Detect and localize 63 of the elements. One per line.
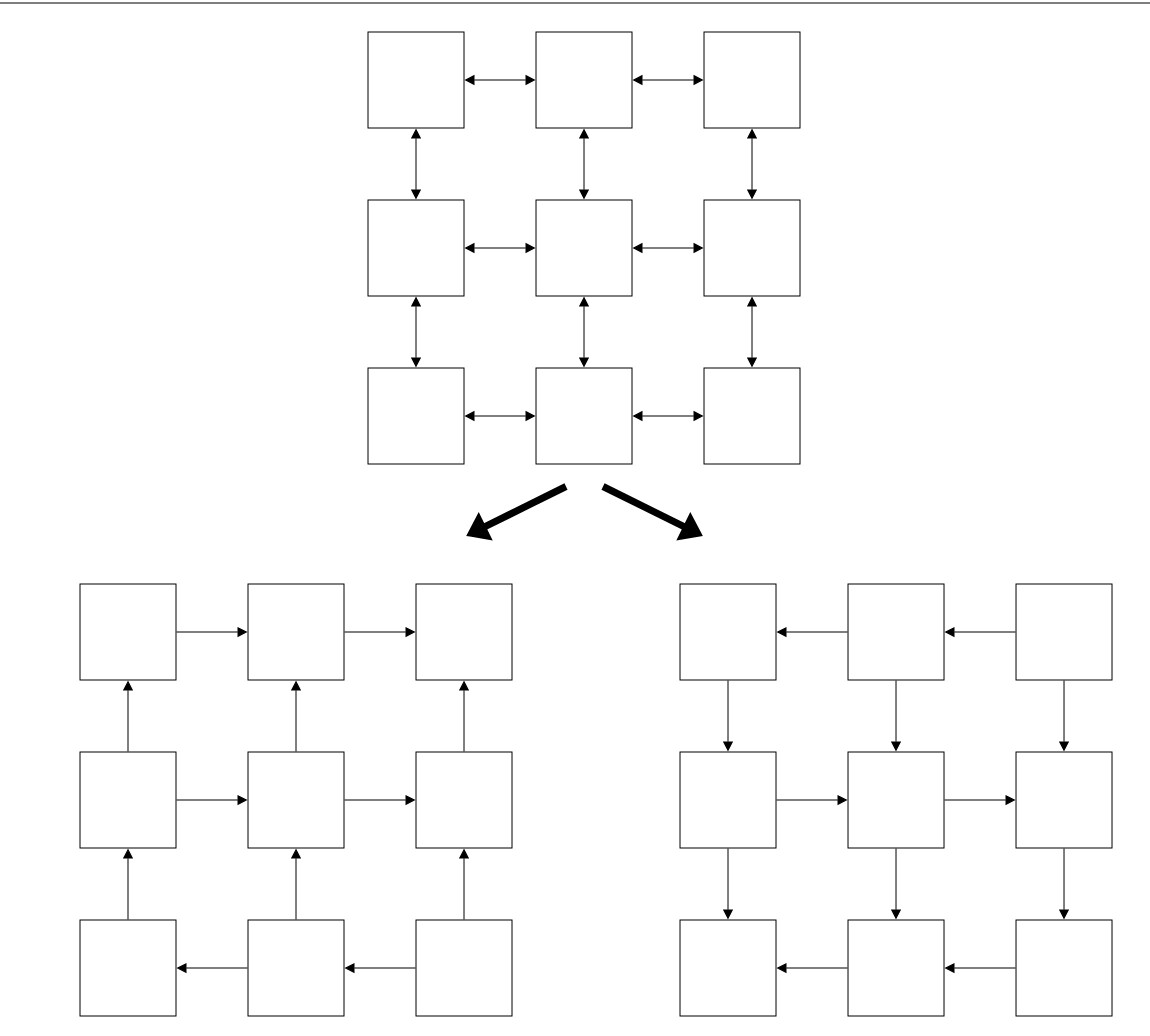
- arrow: [177, 963, 248, 973]
- arrow: [1059, 680, 1069, 751]
- square-box: [703, 199, 801, 297]
- square-box: [79, 919, 177, 1017]
- square-box: [247, 919, 345, 1017]
- arrow: [123, 849, 133, 920]
- arrow: [459, 681, 469, 752]
- arrow: [465, 75, 535, 85]
- arrow: [777, 627, 848, 637]
- arrow: [945, 627, 1016, 637]
- square-box: [679, 751, 777, 849]
- square-box: [535, 199, 633, 297]
- arrow: [1059, 848, 1069, 919]
- arrow: [176, 627, 247, 637]
- square-box: [247, 583, 345, 681]
- arrow: [891, 680, 901, 751]
- square-box: [535, 367, 633, 465]
- arrow: [747, 297, 757, 367]
- arrow: [723, 848, 733, 919]
- square-box: [415, 583, 513, 681]
- square-box: [367, 31, 465, 129]
- arrow: [465, 243, 535, 253]
- arrow: [411, 297, 421, 367]
- square-box: [679, 583, 777, 681]
- square-box: [703, 367, 801, 465]
- arrow: [891, 848, 901, 919]
- square-box: [679, 919, 777, 1017]
- arrow: [944, 795, 1015, 805]
- arrow: [345, 963, 416, 973]
- arrow: [344, 795, 415, 805]
- square-box: [415, 751, 513, 849]
- square-box: [847, 919, 945, 1017]
- square-box: [415, 919, 513, 1017]
- square-box: [1015, 751, 1113, 849]
- square-box: [79, 583, 177, 681]
- square-box: [847, 751, 945, 849]
- square-box: [367, 367, 465, 465]
- arrow: [459, 849, 469, 920]
- arrow: [579, 297, 589, 367]
- square-box: [847, 583, 945, 681]
- arrow: [579, 129, 589, 199]
- arrow: [777, 963, 848, 973]
- arrow: [945, 963, 1016, 973]
- arrow: [776, 795, 847, 805]
- arrow: [465, 411, 535, 421]
- arrow: [176, 795, 247, 805]
- arrow: [723, 680, 733, 751]
- arrow: [344, 627, 415, 637]
- square-box: [703, 31, 801, 129]
- arrow: [411, 129, 421, 199]
- square-box: [1015, 919, 1113, 1017]
- square-box: [1015, 583, 1113, 681]
- square-box: [535, 31, 633, 129]
- arrow: [633, 411, 703, 421]
- arrow: [747, 129, 757, 199]
- arrow: [291, 681, 301, 752]
- square-box: [79, 751, 177, 849]
- arrow: [633, 243, 703, 253]
- square-box: [247, 751, 345, 849]
- arrow: [291, 849, 301, 920]
- arrow: [633, 75, 703, 85]
- arrow: [123, 681, 133, 752]
- square-box: [367, 199, 465, 297]
